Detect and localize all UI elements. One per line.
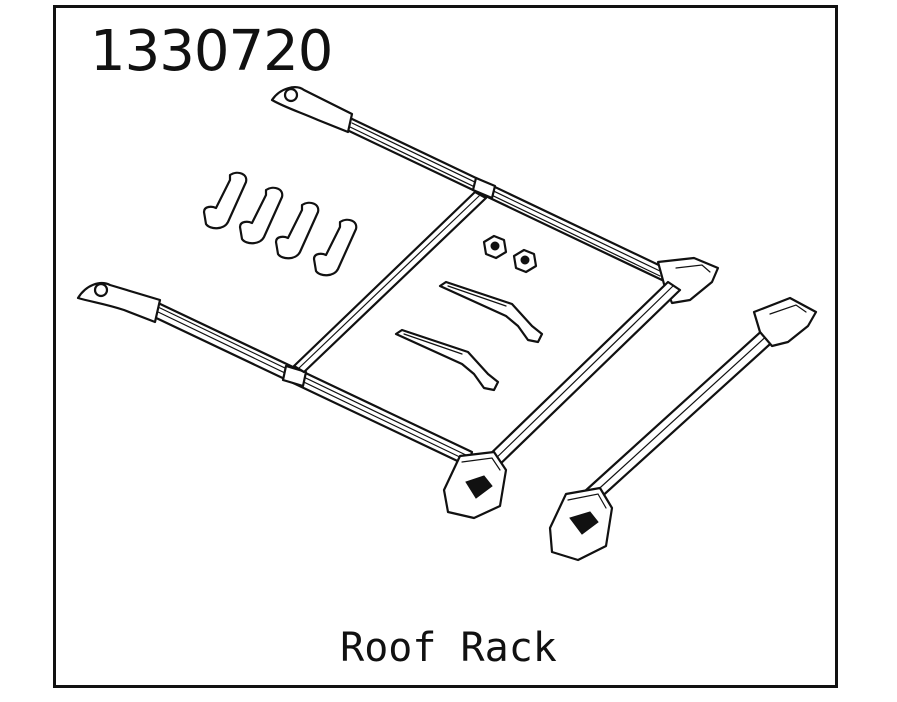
separate-cross-bar	[548, 296, 818, 562]
nut-parts	[482, 234, 538, 274]
middle-cross-bar	[292, 190, 488, 374]
lower-side-rail	[76, 281, 474, 468]
upper-side-rail	[270, 86, 720, 305]
caption: Roof Rack	[340, 625, 557, 671]
clip-parts	[202, 171, 358, 277]
front-cross-bar	[442, 280, 682, 520]
part-number: 1330720	[90, 19, 333, 84]
wiper-parts	[394, 280, 544, 392]
